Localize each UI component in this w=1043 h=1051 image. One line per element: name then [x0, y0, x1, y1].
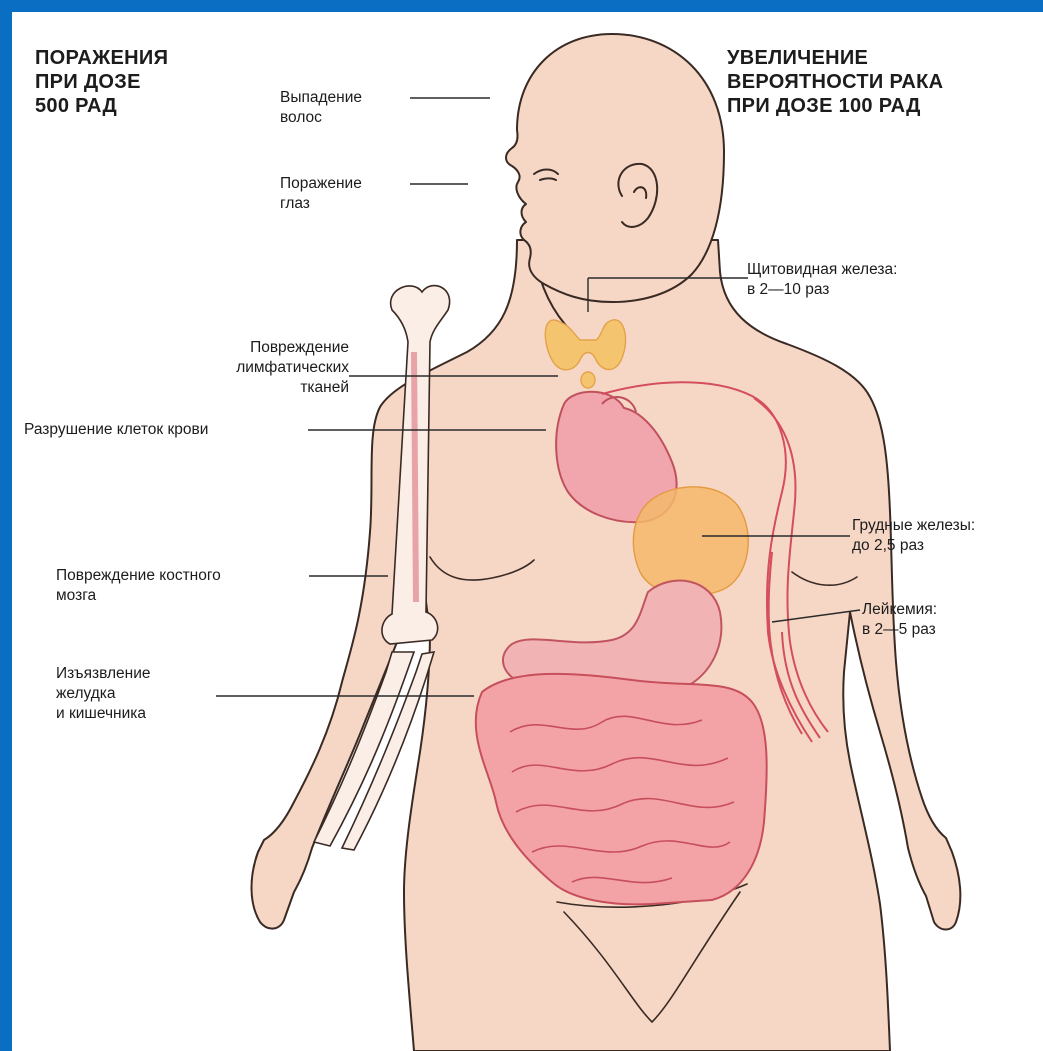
label-line: лимфатических: [236, 358, 349, 378]
label-line: Повреждение: [236, 338, 349, 358]
label-line: Повреждение костного: [56, 566, 221, 586]
heading-line: 500 РАД: [35, 94, 168, 118]
head: [506, 34, 724, 302]
heading-100-rad: УВЕЛИЧЕНИЕ ВЕРОЯТНОСТИ РАКА ПРИ ДОЗЕ 100…: [727, 46, 943, 118]
heading-500-rad: ПОРАЖЕНИЯ ПРИ ДОЗЕ 500 РАД: [35, 46, 168, 118]
label-breast-risk: Грудные железы: до 2,5 раз: [852, 516, 975, 556]
label-line: желудка: [56, 684, 150, 704]
heading-line: ПРИ ДОЗЕ 100 РАД: [727, 94, 943, 118]
label-eye-damage: Поражение глаз: [280, 174, 362, 214]
heading-line: УВЕЛИЧЕНИЕ: [727, 46, 943, 70]
label-line: Лейкемия:: [862, 600, 937, 620]
breast-gland: [633, 487, 748, 596]
label-line: Грудные железы:: [852, 516, 975, 536]
label-line: Поражение: [280, 174, 362, 194]
label-line: в 2—5 раз: [862, 620, 937, 640]
label-thyroid-risk: Щитовидная железа: в 2—10 раз: [747, 260, 897, 300]
label-hair-loss: Выпадение волос: [280, 88, 362, 128]
label-line: Щитовидная железа:: [747, 260, 897, 280]
label-lymph-damage: Повреждение лимфатических тканей: [236, 338, 349, 398]
heading-line: ПОРАЖЕНИЯ: [35, 46, 168, 70]
label-line: и кишечника: [56, 704, 150, 724]
label-line: волос: [280, 108, 362, 128]
diagram-panel: ПОРАЖЕНИЯ ПРИ ДОЗЕ 500 РАД УВЕЛИЧЕНИЕ ВЕ…: [12, 12, 1043, 1051]
label-line: глаз: [280, 194, 362, 214]
label-ulcer: Изъязвление желудка и кишечника: [56, 664, 150, 724]
label-line: до 2,5 раз: [852, 536, 975, 556]
heading-line: ПРИ ДОЗЕ: [35, 70, 168, 94]
label-line: Изъязвление: [56, 664, 150, 684]
heading-line: ВЕРОЯТНОСТИ РАКА: [727, 70, 943, 94]
label-line: Выпадение: [280, 88, 362, 108]
label-line: в 2—10 раз: [747, 280, 897, 300]
label-line: мозга: [56, 586, 221, 606]
label-leukemia-risk: Лейкемия: в 2—5 раз: [862, 600, 937, 640]
label-line: Разрушение клеток крови: [24, 420, 208, 440]
label-bone-marrow: Повреждение костного мозга: [56, 566, 221, 606]
label-line: тканей: [236, 378, 349, 398]
label-blood-cells: Разрушение клеток крови: [24, 420, 208, 440]
